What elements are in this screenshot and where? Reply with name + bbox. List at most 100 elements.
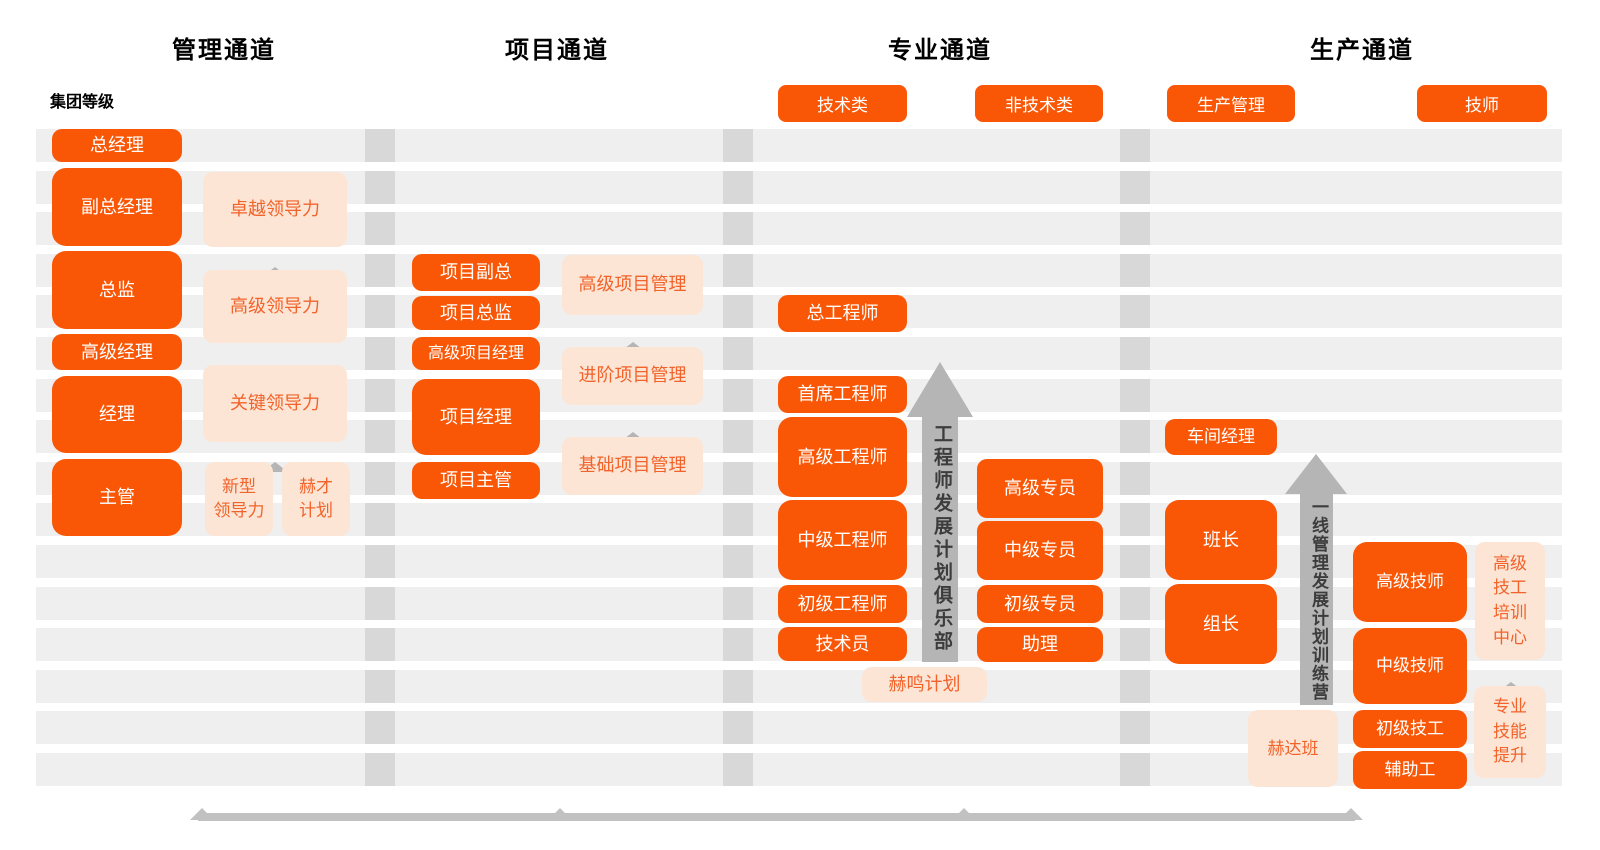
channel-separator [1120,379,1150,412]
program-advanced-project-mgmt: 进阶项目管理 [562,347,703,405]
box-chief-engineer: 总工程师 [778,295,907,332]
up-arrow-icon [548,791,572,820]
channel-separator [365,337,395,370]
channel-separator [365,379,395,412]
channel-separator [723,711,753,744]
channel-separator [365,503,395,536]
channel-separator [723,753,753,786]
channel-separator [1120,462,1150,495]
box-manager: 经理 [52,376,182,453]
box-intermediate-specialist: 中级专员 [977,521,1103,580]
channel-separator [365,545,395,578]
tag-technician: 技师 [1417,85,1547,122]
box-junior-worker: 初级技工 [1353,710,1467,748]
box-senior-specialist: 高级专员 [977,459,1103,518]
channel-separator [723,545,753,578]
up-arrow-icon [952,791,976,820]
channel-separator [365,129,395,162]
up-arrow-icon [1498,665,1524,692]
engineer-club-arrow-head-icon [907,362,973,417]
box-technician-staff: 技术员 [778,627,907,661]
channel-separator [365,295,395,328]
channel-separator [723,670,753,703]
channel-separator [723,628,753,661]
box-senior-project-manager: 高级项目经理 [412,337,540,370]
box-director: 总监 [52,251,182,329]
box-auxiliary-worker: 辅助工 [1353,751,1467,789]
engineer-club-arrow-stem [922,416,958,662]
box-group-leader: 组长 [1165,584,1277,664]
channel-separator [723,420,753,453]
up-arrow-icon [262,348,288,375]
box-assistant: 助理 [977,627,1103,662]
program-senior-worker-training-center: 高级 技工 培训 中心 [1475,542,1545,660]
channel-separator [1120,420,1150,453]
box-intermediate-engineer: 中级工程师 [778,500,907,580]
professional-channel-title: 专业通道 [888,37,992,64]
channel-separator [723,254,753,287]
channel-separator [1120,711,1150,744]
channel-separator [723,587,753,620]
up-arrow-icon [620,325,646,352]
program-heming-plan: 赫鸣计划 [862,667,987,702]
channel-separator [723,295,753,328]
channel-separator [365,462,395,495]
box-senior-technician: 高级技师 [1353,542,1467,622]
channel-separator [1120,212,1150,245]
tag-non-technical: 非技术类 [975,85,1103,122]
level-stripe [36,670,1562,703]
box-principal-engineer: 首席工程师 [778,376,907,413]
channel-separator [1120,171,1150,204]
channel-separator [723,379,753,412]
management-channel-title: 管理通道 [172,37,276,64]
box-senior-manager: 高级经理 [52,334,182,370]
box-project-director: 项目总监 [412,296,540,330]
channel-separator [1120,295,1150,328]
box-junior-engineer: 初级工程师 [778,585,907,623]
channel-separator [1120,753,1150,786]
engineer-club-arrow-label: 工程师发展计划俱乐部 [931,424,952,654]
channel-separator [1120,337,1150,370]
channel-separator [1120,254,1150,287]
channel-separator [723,462,753,495]
box-intermediate-technician: 中级技师 [1353,628,1467,704]
up-arrow-icon [1339,791,1363,820]
box-project-deputy-gm: 项目副总 [412,254,540,291]
channel-separator [365,711,395,744]
frontline-camp-arrow-stem [1300,493,1333,705]
program-new-leadership: 新型 领导力 [205,462,273,536]
channel-separator [1120,503,1150,536]
channel-separator [365,753,395,786]
up-arrow-icon [262,445,288,472]
channel-separator [723,212,753,245]
channel-separator [365,254,395,287]
channel-separator [1120,670,1150,703]
tag-production-management: 生产管理 [1167,85,1295,122]
program-skill-upgrade: 专业 技能 提升 [1474,686,1546,778]
channel-separator [723,503,753,536]
level-stripe [36,129,1562,162]
channel-separator [365,587,395,620]
up-arrow-icon [262,250,288,277]
project-channel-title: 项目通道 [505,37,609,64]
production-channel-title: 生产通道 [1310,37,1414,64]
box-project-supervisor: 项目主管 [412,462,540,499]
box-senior-engineer: 高级工程师 [778,417,907,497]
group-level-label: 集团等级 [50,94,115,111]
box-general-manager: 总经理 [52,129,182,162]
box-supervisor: 主管 [52,459,182,536]
frontline-camp-arrow-label: 一线管理发展计划训练营 [1309,498,1328,702]
box-workshop-manager: 车间经理 [1165,419,1277,455]
channel-separator [365,171,395,204]
program-heda-class: 赫达班 [1248,710,1338,787]
program-senior-project-mgmt: 高级项目管理 [562,255,703,315]
box-deputy-general-manager: 副总经理 [52,168,182,246]
box-project-manager: 项目经理 [412,379,540,455]
channel-separator [1120,129,1150,162]
channel-separator [1120,587,1150,620]
up-arrow-icon [620,415,646,442]
channel-separator [1120,628,1150,661]
program-senior-leadership: 高级领导力 [203,270,347,343]
program-excellent-leadership: 卓越领导力 [203,172,347,247]
